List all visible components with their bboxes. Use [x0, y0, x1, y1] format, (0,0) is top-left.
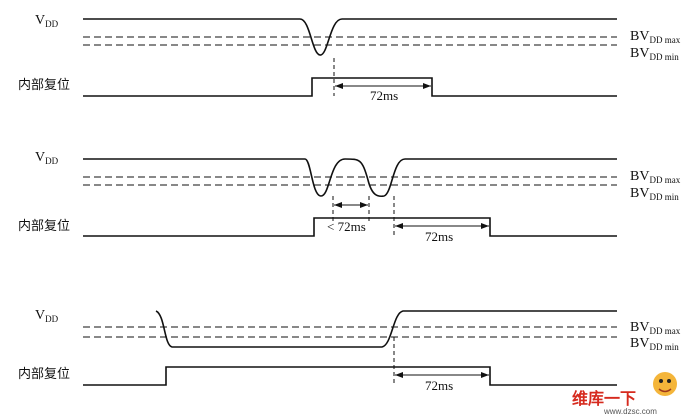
vdd-waveform — [83, 18, 617, 56]
reset-label: 内部复位 — [18, 366, 70, 382]
watermark-url: www.dzsc.com — [603, 407, 657, 416]
vdd-label: VDD — [35, 13, 59, 29]
bv-min-label: BVDD min — [630, 186, 679, 202]
watermark-title: 维库一下 — [572, 389, 636, 408]
bv-max-label: BVDD max — [630, 320, 681, 336]
vdd-waveform — [155, 310, 617, 348]
timing-label: < 72ms — [327, 219, 366, 234]
mascot-icon — [653, 372, 677, 396]
reset-waveform — [83, 366, 617, 386]
watermark: 维库一下 www.dzsc.com — [572, 372, 677, 416]
panel-2: VDD BVDD max BVDD min 内部复位 < 72ms 72ms — [18, 150, 681, 244]
bv-min-label: BVDD min — [630, 336, 679, 352]
timing-label: 72ms — [425, 378, 453, 393]
reset-waveform — [83, 77, 617, 97]
vdd-label: VDD — [35, 150, 59, 166]
vdd-label: VDD — [35, 308, 59, 324]
timing-label: 72ms — [425, 229, 453, 244]
reset-waveform — [83, 217, 617, 237]
vdd-waveform — [83, 158, 617, 198]
panel-3: VDD BVDD max BVDD min 内部复位 72ms — [18, 308, 681, 393]
panel-1: VDD BVDD max BVDD min 内部复位 72ms — [18, 13, 681, 103]
bv-min-label: BVDD min — [630, 46, 679, 62]
reset-label: 内部复位 — [18, 218, 70, 234]
bv-max-label: BVDD max — [630, 169, 681, 185]
timing-label: 72ms — [370, 88, 398, 103]
bv-max-label: BVDD max — [630, 29, 681, 45]
reset-label: 内部复位 — [18, 77, 70, 93]
